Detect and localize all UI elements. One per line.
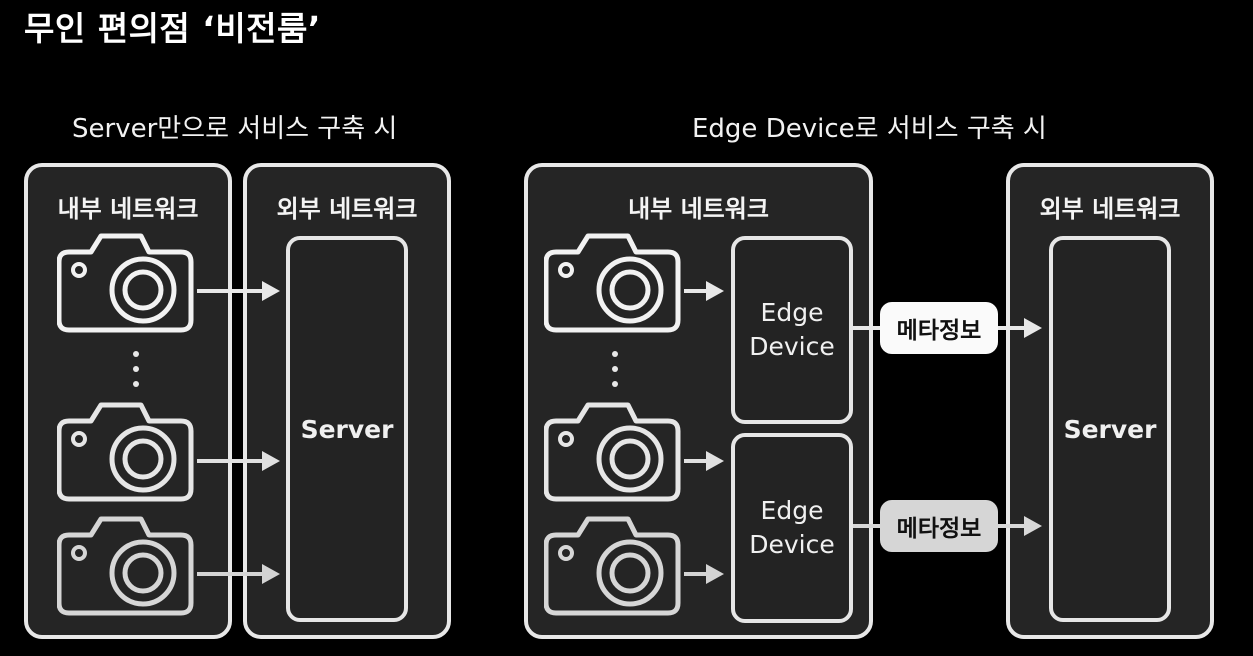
meta-info-badge-top: 메타정보 — [880, 302, 998, 354]
arrow-right-icon — [684, 564, 724, 584]
edge-device-top-line1: Edge — [760, 298, 824, 327]
arrow-right-icon — [197, 564, 280, 584]
arrow-right-icon — [998, 516, 1042, 536]
left-server-box: Server — [286, 236, 408, 622]
left-subtitle: Server만으로 서비스 구축 시 — [72, 114, 398, 144]
arrow-right-icon — [197, 281, 280, 301]
edge-device-bottom-line2: Device — [749, 530, 835, 559]
left-internal-network-label: 내부 네트워크 — [57, 195, 199, 223]
arrow-right-icon — [684, 281, 724, 301]
vertical-ellipsis — [133, 351, 618, 387]
right-server-label: Server — [1063, 414, 1157, 444]
edge-device-top-line2: Device — [749, 332, 835, 361]
left-external-network-label: 외부 네트워크 — [276, 195, 418, 223]
right-subtitle: Edge Device로 서비스 구축 시 — [692, 114, 1047, 144]
meta-info-badge-bottom: 메타정보 — [880, 500, 998, 552]
arrow-right-icon — [684, 451, 724, 471]
arrow-right-icon — [998, 318, 1042, 338]
right-external-network-label: 외부 네트워크 — [1039, 195, 1181, 223]
left-server-label: Server — [300, 414, 394, 444]
arrow-right-icon — [197, 451, 280, 471]
edge-device-bottom-line1: Edge — [760, 496, 824, 525]
edge-device-top: Edge Device — [731, 236, 853, 424]
right-server-box: Server — [1049, 236, 1171, 622]
page-title: 무인 편의점 ‘비전룸’ — [24, 9, 321, 48]
edge-device-bottom: Edge Device — [731, 433, 853, 623]
right-internal-network-label: 내부 네트워크 — [628, 195, 769, 223]
